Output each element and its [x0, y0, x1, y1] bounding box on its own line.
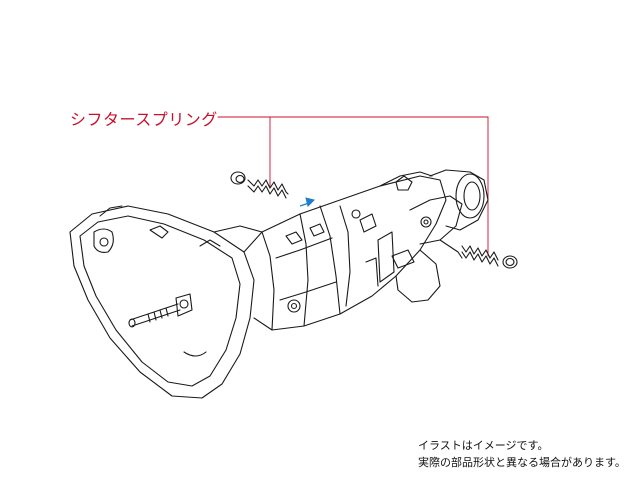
- shifter-spring-right: [461, 245, 518, 269]
- shifter-spring-left: [230, 171, 289, 199]
- insertion-arrow-icon: [299, 197, 315, 207]
- main-case: [243, 175, 447, 331]
- input-shaft: [128, 293, 193, 328]
- shape-difference-note: 実際の部品形状と異なる場合があります。: [418, 456, 626, 469]
- bell-housing: [69, 205, 263, 399]
- extension-housing: [379, 169, 489, 303]
- callout-leader-lines: [217, 116, 489, 257]
- illustration-note: イラストはイメージです。: [418, 439, 549, 452]
- shifter-spring-label: シフタースプリング: [70, 110, 218, 129]
